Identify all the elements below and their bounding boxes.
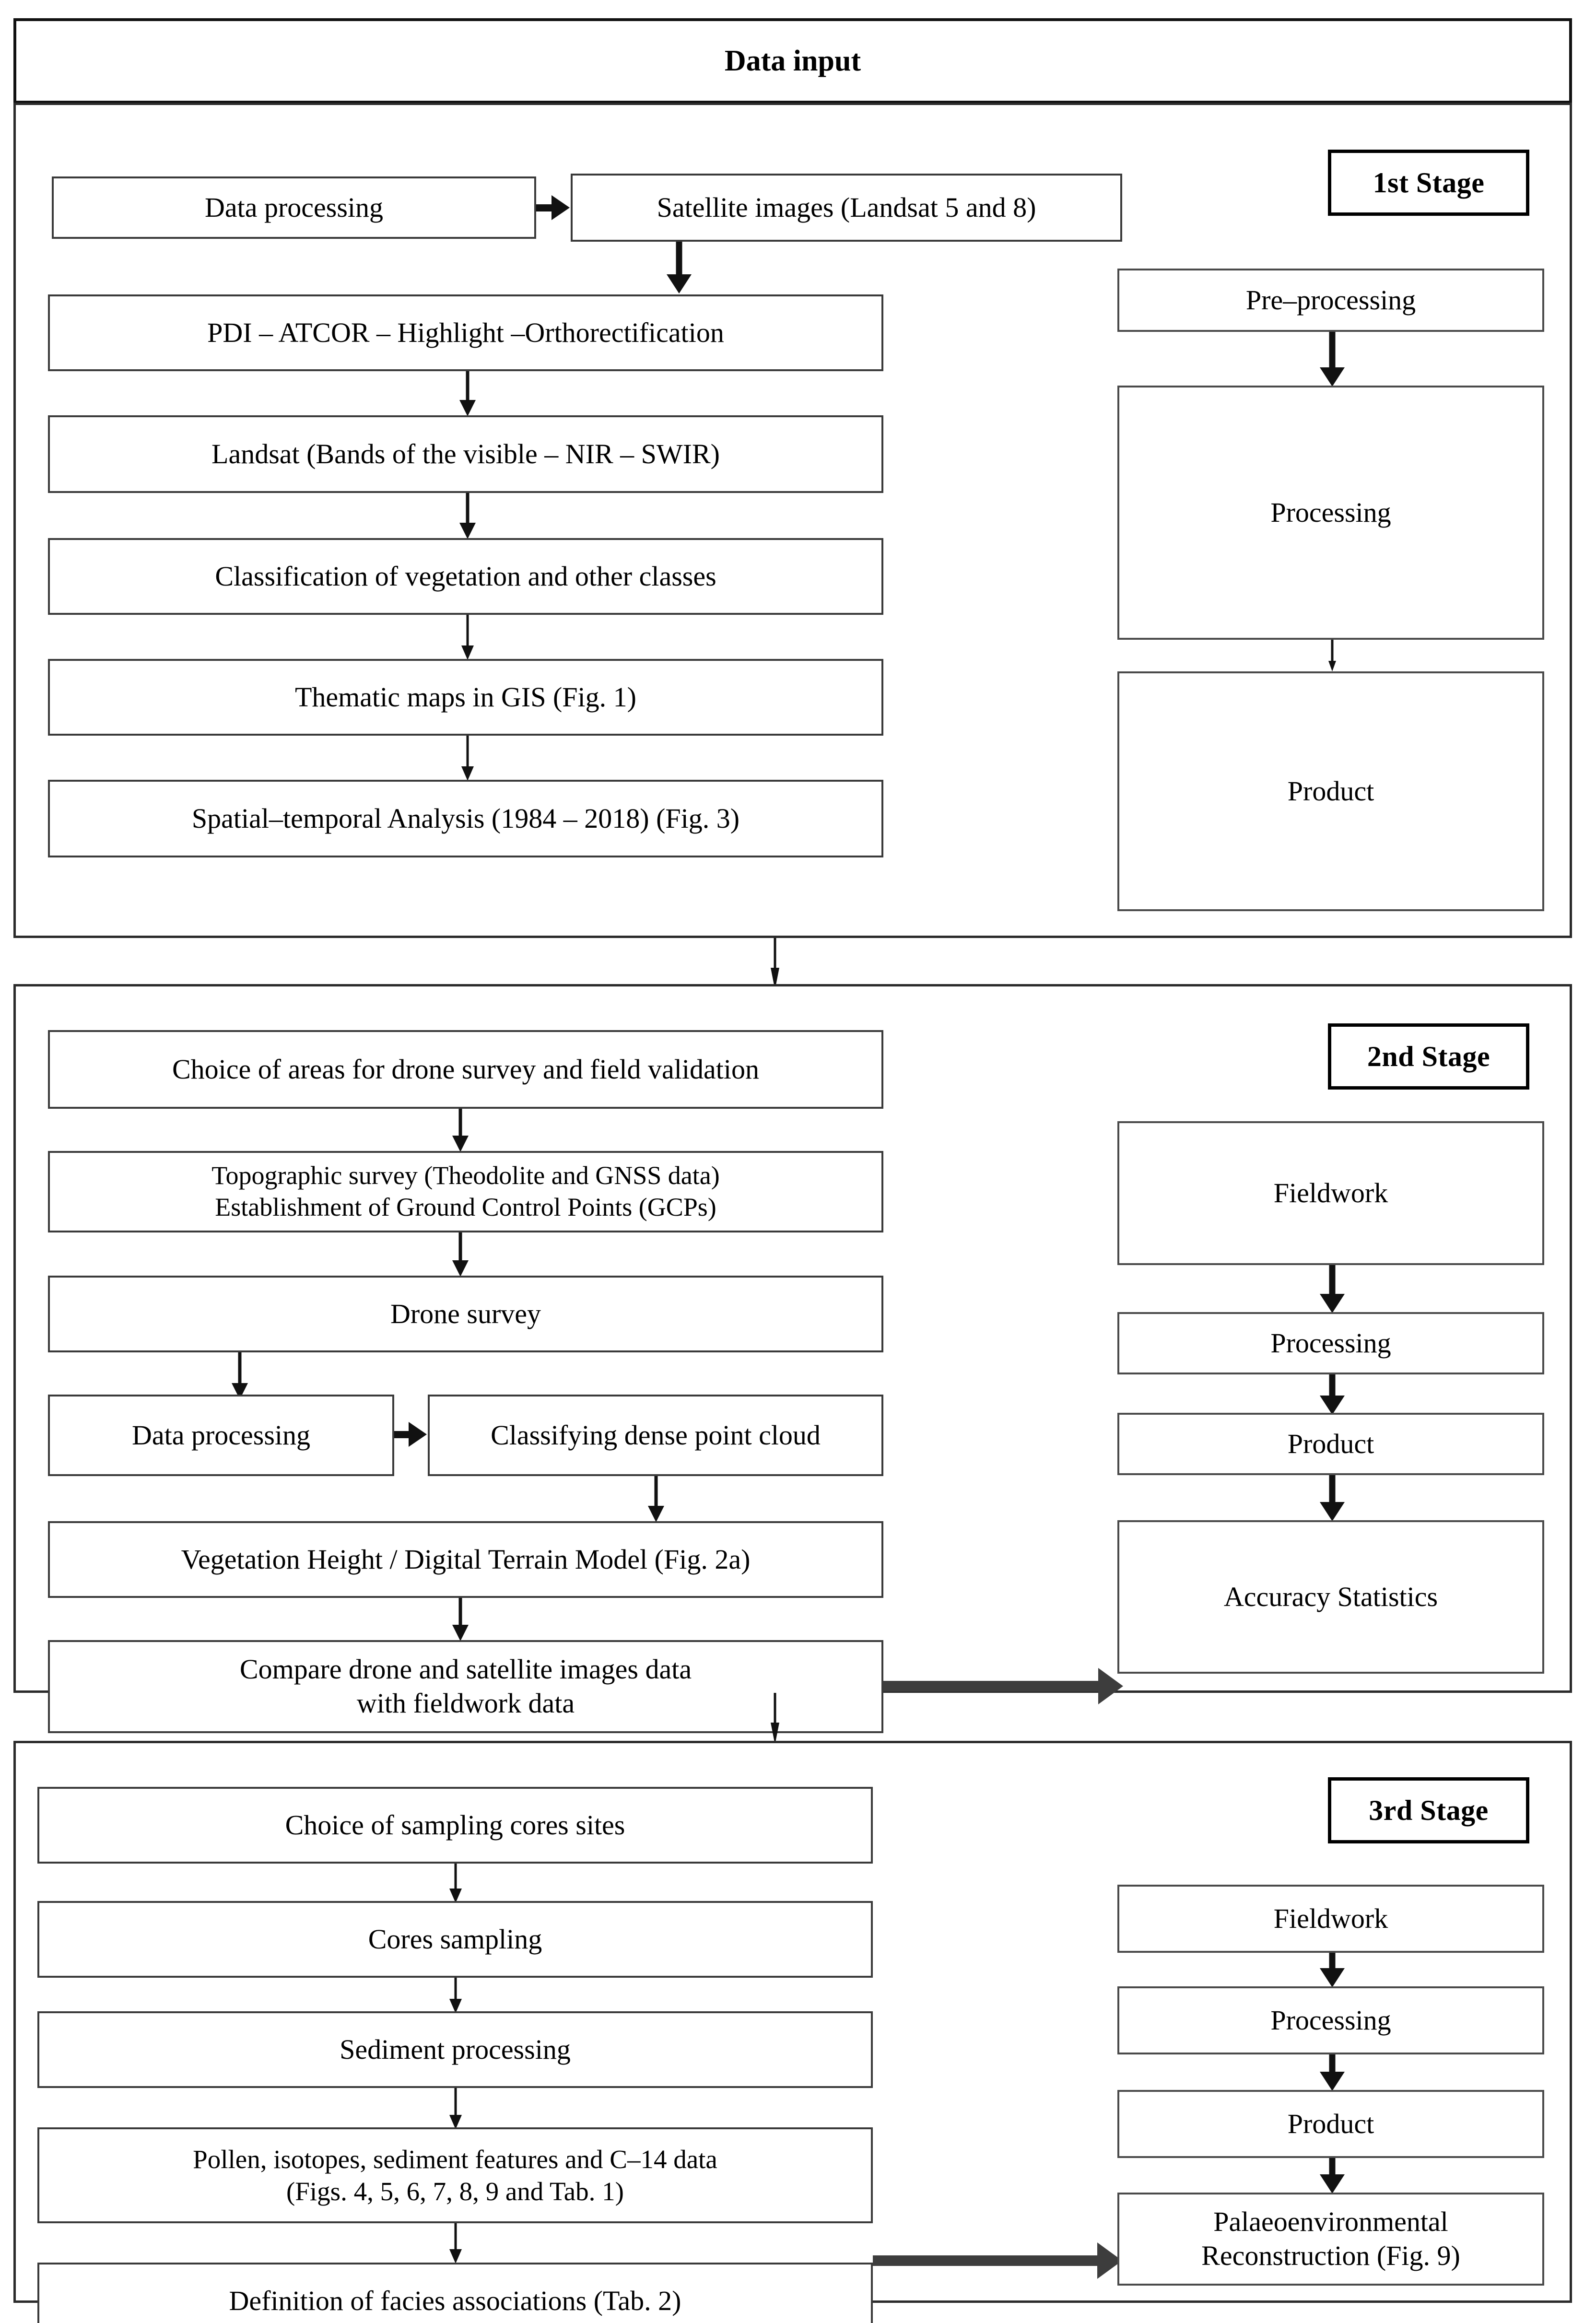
arrow-dataprocessing-to-satellite — [536, 194, 570, 222]
s3-sediment-processing-label: Sediment processing — [340, 2033, 571, 2065]
s1-thematic-maps-box[interactable]: Thematic maps in GIS (Fig. 1) — [48, 659, 883, 736]
s3-cores-sampling-label: Cores sampling — [368, 1923, 542, 1955]
s3-palaeo-reconstruction-label: Palaeoenvironmental Reconstruction (Fig.… — [1201, 2206, 1460, 2271]
s1-data-processing-box[interactable]: Data processing — [52, 176, 536, 239]
arrow-pollen-to-facies — [446, 2223, 465, 2264]
s2-vegetation-height-box[interactable]: Vegetation Height / Digital Terrain Mode… — [48, 1521, 883, 1598]
arrow-classification-to-thematic — [458, 615, 477, 660]
arrow-compare-to-accuracy — [883, 1668, 1123, 1704]
s3-palaeo-reconstruction-box[interactable]: Palaeoenvironmental Reconstruction (Fig.… — [1117, 2193, 1544, 2286]
arrow-topographic-to-drone — [451, 1232, 470, 1277]
s2-product-label: Product — [1287, 1428, 1374, 1459]
s3-choice-cores-label: Choice of sampling cores sites — [285, 1809, 625, 1841]
s1-spatial-temporal-label: Spatial–temporal Analysis (1984 – 2018) … — [191, 802, 740, 834]
stage-2-badge: 2nd Stage — [1328, 1023, 1529, 1090]
arrow-pdi-to-landsat — [458, 371, 477, 416]
s1-classification-label: Classification of vegetation and other c… — [215, 560, 716, 592]
s3-product-label: Product — [1287, 2108, 1374, 2139]
s2-topographic-survey-box[interactable]: Topographic survey (Theodolite and GNSS … — [48, 1151, 883, 1232]
s3-pollen-isotopes-label: Pollen, isotopes, sediment features and … — [193, 2144, 717, 2206]
arrow-drone-to-dataprocessing — [230, 1352, 249, 1399]
s1-data-processing-label: Data processing — [204, 191, 384, 223]
s3-processing-label: Processing — [1270, 2004, 1391, 2036]
s2-fieldwork-box[interactable]: Fieldwork — [1117, 1121, 1544, 1265]
arrow-satellite-to-pdi — [665, 242, 693, 293]
arrow-classifying-to-vegheight — [646, 1476, 666, 1522]
data-input-header: Data input — [13, 18, 1572, 104]
s2-classifying-cloud-label: Classifying dense point cloud — [491, 1419, 821, 1451]
arrow-stage1-to-stage2 — [765, 938, 785, 990]
s1-product-box[interactable]: Product — [1117, 671, 1544, 911]
s3-product-box[interactable]: Product — [1117, 2090, 1544, 2158]
arrow-s3processing-to-product — [1318, 2054, 1347, 2091]
s1-pdi-atcor-box[interactable]: PDI – ATCOR – Highlight –Orthorectificat… — [48, 294, 883, 371]
s2-fieldwork-label: Fieldwork — [1273, 1177, 1388, 1208]
arrow-vegheight-to-compare — [451, 1598, 470, 1641]
s2-compare-data-label: Compare drone and satellite images data … — [239, 1654, 692, 1719]
s3-facies-associations-box[interactable]: Definition of facies associations (Tab. … — [37, 2263, 873, 2323]
stage-1-badge: 1st Stage — [1328, 150, 1529, 216]
stage-3-badge-label: 3rd Stage — [1369, 1794, 1489, 1826]
s1-spatial-temporal-box[interactable]: Spatial–temporal Analysis (1984 – 2018) … — [48, 780, 883, 857]
s2-data-processing-label: Data processing — [131, 1419, 311, 1451]
s1-processing-label: Processing — [1270, 496, 1391, 528]
arrow-thematic-to-spatial — [458, 736, 477, 781]
s3-sediment-processing-box[interactable]: Sediment processing — [37, 2011, 873, 2088]
s1-classification-box[interactable]: Classification of vegetation and other c… — [48, 538, 883, 615]
s2-drone-survey-label: Drone survey — [390, 1298, 541, 1329]
s2-choice-areas-box[interactable]: Choice of areas for drone survey and fie… — [48, 1030, 883, 1109]
arrow-coressampling-to-sediment — [446, 1978, 465, 2013]
arrow-stage2-to-stage3 — [765, 1693, 785, 1745]
s1-pre-processing-box[interactable]: Pre–processing — [1117, 269, 1544, 332]
s2-compare-data-box[interactable]: Compare drone and satellite images data … — [48, 1640, 883, 1733]
arrow-choicecores-to-coressampling — [446, 1864, 465, 1903]
s2-product-box[interactable]: Product — [1117, 1413, 1544, 1475]
s1-satellite-images-box[interactable]: Satellite images (Landsat 5 and 8) — [571, 174, 1122, 242]
s1-product-label: Product — [1287, 775, 1374, 807]
s2-topographic-survey-label: Topographic survey (Theodolite and GNSS … — [211, 1161, 720, 1221]
s1-thematic-maps-label: Thematic maps in GIS (Fig. 1) — [294, 681, 636, 713]
s2-drone-survey-box[interactable]: Drone survey — [48, 1276, 883, 1352]
arrow-s3fieldwork-to-processing — [1318, 1953, 1347, 1987]
arrow-sediment-to-pollen — [446, 2088, 465, 2129]
arrow-s2product-to-accuracy — [1318, 1475, 1347, 1521]
s3-cores-sampling-box[interactable]: Cores sampling — [37, 1901, 873, 1978]
s1-landsat-bands-label: Landsat (Bands of the visible – NIR – SW… — [211, 438, 720, 469]
data-input-title: Data input — [724, 44, 861, 77]
stage-3-badge: 3rd Stage — [1328, 1777, 1529, 1843]
s2-processing-label: Processing — [1270, 1327, 1391, 1359]
s1-pre-processing-label: Pre–processing — [1245, 284, 1416, 316]
arrow-landsat-to-classification — [458, 493, 477, 539]
stage-2-badge-label: 2nd Stage — [1367, 1040, 1490, 1072]
s1-satellite-images-label: Satellite images (Landsat 5 and 8) — [657, 191, 1036, 223]
s2-choice-areas-label: Choice of areas for drone survey and fie… — [172, 1053, 759, 1085]
s3-pollen-isotopes-box[interactable]: Pollen, isotopes, sediment features and … — [37, 2127, 873, 2223]
s3-fieldwork-box[interactable]: Fieldwork — [1117, 1885, 1544, 1953]
s2-accuracy-statistics-box[interactable]: Accuracy Statistics — [1117, 1520, 1544, 1674]
arrow-facies-to-palaeo — [873, 2242, 1122, 2279]
s2-classifying-cloud-box[interactable]: Classifying dense point cloud — [428, 1395, 883, 1476]
s3-choice-cores-box[interactable]: Choice of sampling cores sites — [37, 1787, 873, 1864]
s2-accuracy-statistics-label: Accuracy Statistics — [1223, 1581, 1438, 1612]
s1-landsat-bands-box[interactable]: Landsat (Bands of the visible – NIR – SW… — [48, 415, 883, 493]
s3-fieldwork-label: Fieldwork — [1273, 1902, 1388, 1934]
arrow-s2processing-to-product — [1318, 1374, 1347, 1415]
arrow-processing-to-product — [1323, 640, 1342, 671]
stage-1-badge-label: 1st Stage — [1373, 166, 1485, 199]
arrow-s3product-to-palaeo — [1318, 2158, 1347, 2194]
s3-processing-box[interactable]: Processing — [1117, 1986, 1544, 2054]
arrow-dataprocessing-to-classifying — [394, 1420, 427, 1448]
arrow-choiceareas-to-topographic — [451, 1109, 470, 1152]
s1-processing-box[interactable]: Processing — [1117, 386, 1544, 640]
s2-processing-box[interactable]: Processing — [1117, 1312, 1544, 1374]
arrow-s2fieldwork-to-processing — [1318, 1265, 1347, 1313]
s2-vegetation-height-label: Vegetation Height / Digital Terrain Mode… — [181, 1543, 751, 1575]
s1-pdi-atcor-label: PDI – ATCOR – Highlight –Orthorectificat… — [207, 317, 724, 348]
s2-data-processing-box[interactable]: Data processing — [48, 1395, 394, 1476]
arrow-preprocessing-to-processing — [1318, 332, 1347, 387]
s3-facies-associations-label: Definition of facies associations (Tab. … — [229, 2285, 681, 2316]
